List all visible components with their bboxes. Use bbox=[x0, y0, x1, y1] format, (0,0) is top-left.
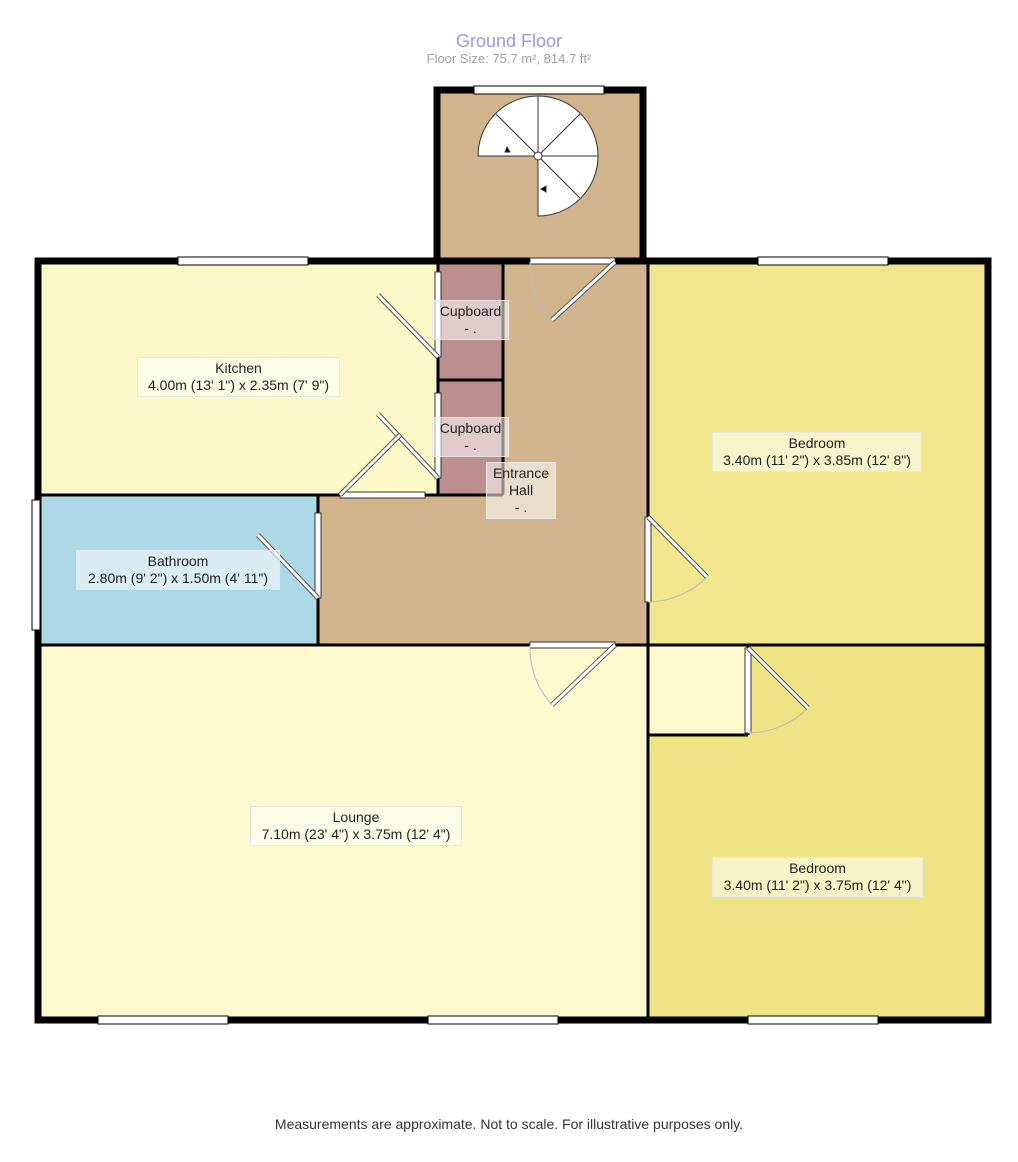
room-dims: 2.80m (9' 2") x 1.50m (4' 11") bbox=[88, 570, 268, 586]
room-dims: - . bbox=[464, 437, 477, 453]
room-name: Cupboard bbox=[439, 420, 502, 436]
room-name: Bedroom bbox=[789, 860, 846, 876]
label-entrance-hall: Entrance Hall - . bbox=[486, 462, 556, 519]
disclaimer: Measurements are approximate. Not to sca… bbox=[274, 1116, 744, 1132]
room-name: Kitchen bbox=[215, 360, 262, 376]
room-name: Bathroom bbox=[147, 553, 209, 569]
room-name: Entrance Hall bbox=[492, 465, 550, 498]
windows bbox=[31, 85, 889, 1025]
label-kitchen: Kitchen 4.00m (13' 1") x 2.35m (7' 9") bbox=[137, 357, 340, 397]
room-dims: 7.10m (23' 4") x 3.75m (12' 4") bbox=[261, 826, 451, 842]
label-cupboard-2: Cupboard - . bbox=[432, 417, 509, 457]
floor-size: Floor Size: 75.7 m², 814.7 ft² bbox=[426, 51, 592, 66]
room-name: Lounge bbox=[332, 809, 380, 825]
spiral-staircase-icon bbox=[477, 95, 599, 217]
room-entrance-hall bbox=[318, 262, 648, 645]
room-dims: 4.00m (13' 1") x 2.35m (7' 9") bbox=[147, 377, 330, 393]
label-lounge: Lounge 7.10m (23' 4") x 3.75m (12' 4") bbox=[250, 806, 462, 846]
room-dims: 3.40m (11' 2") x 3.85m (12' 8") bbox=[723, 452, 911, 468]
label-bedroom-2: Bedroom 3.40m (11' 2") x 3.75m (12' 4") bbox=[712, 857, 923, 897]
label-bedroom-1: Bedroom 3.40m (11' 2") x 3.85m (12' 8") bbox=[712, 432, 922, 472]
label-cupboard-1: Cupboard - . bbox=[432, 300, 509, 340]
room-bedroom-2 bbox=[648, 645, 988, 1018]
room-dims: - . bbox=[464, 320, 477, 336]
room-dims: 3.40m (11' 2") x 3.75m (12' 4") bbox=[723, 877, 912, 893]
floor-title: Ground Floor bbox=[455, 31, 563, 51]
room-name: Cupboard bbox=[439, 303, 502, 319]
label-bathroom: Bathroom 2.80m (9' 2") x 1.50m (4' 11") bbox=[76, 550, 280, 590]
room-dims: - . bbox=[514, 499, 528, 515]
room-name: Bedroom bbox=[788, 435, 846, 451]
